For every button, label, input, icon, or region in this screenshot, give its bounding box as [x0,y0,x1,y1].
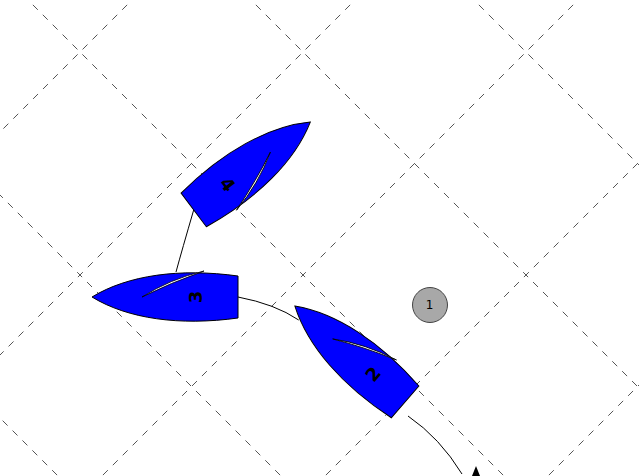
boat: 3 [90,267,240,327]
hull-outline [279,288,421,420]
boat: 4 [174,97,330,235]
boat-number: 3 [187,291,205,304]
mark-buoy: 1 [412,287,448,323]
boat: 2 [274,282,427,426]
grid-line [420,0,639,476]
grid-line [0,0,359,476]
track-line [408,416,462,474]
grid-line [470,0,639,476]
hull-outline [92,273,238,321]
grid-line [0,0,409,476]
mark-number: 1 [426,299,434,311]
grid-line [247,0,639,476]
hull-outline [179,103,325,230]
boat-hull [274,282,427,426]
track-line [176,210,194,272]
grid-line [197,0,639,476]
grid-line [0,0,186,476]
boat-hull [90,267,240,327]
grid-line [24,0,639,476]
track-arrow [472,466,480,476]
boat-hull [174,97,330,235]
grid-line [0,0,582,476]
track-line [238,297,299,320]
